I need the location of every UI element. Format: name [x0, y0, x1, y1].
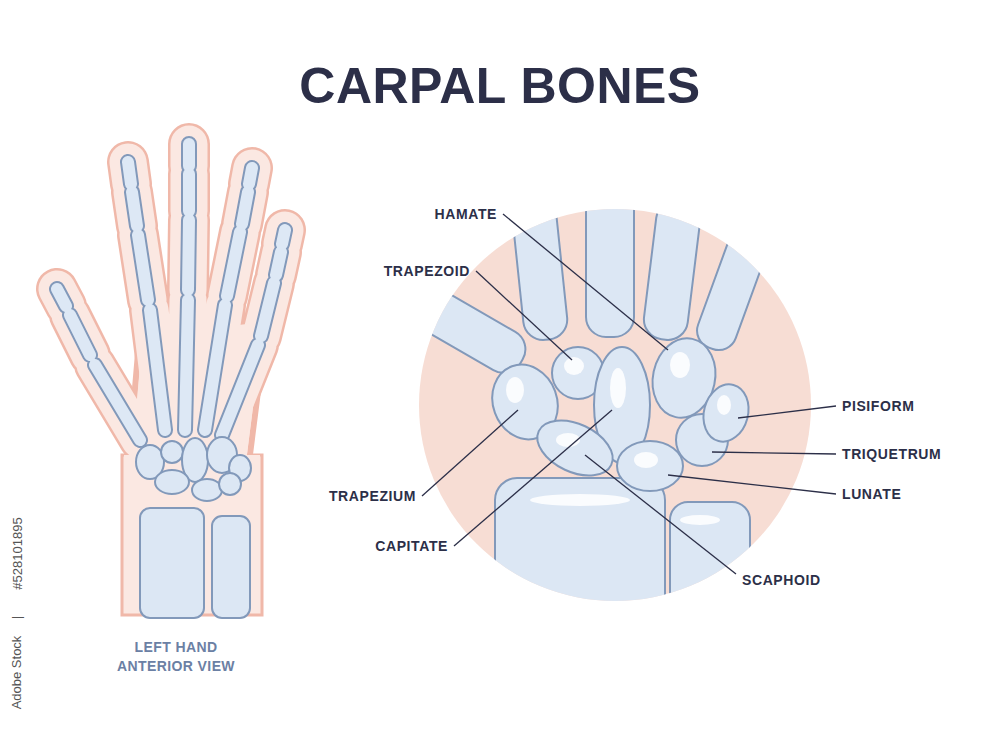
part-label: TRAPEZIUM	[329, 488, 416, 504]
watermark: Adobe Stock	[10, 635, 25, 709]
part-label: TRIQUETRUM	[842, 446, 941, 462]
diagram-title: CARPAL BONES	[299, 57, 700, 115]
part-label: HAMATE	[435, 206, 497, 222]
watermark: #528101895	[10, 517, 25, 589]
hand-bones	[57, 144, 285, 618]
watermark: |	[9, 615, 24, 618]
part-label: CAPITATE	[375, 538, 448, 554]
view-caption: LEFT HAND ANTERIOR VIEW	[111, 638, 241, 676]
part-label: TRAPEZOID	[384, 263, 470, 279]
leader-lines	[422, 214, 836, 574]
carpal-bones	[482, 332, 755, 491]
part-label: SCAPHOID	[742, 572, 821, 588]
part-label: PISIFORM	[842, 398, 914, 414]
part-label: LUNATE	[842, 486, 901, 502]
